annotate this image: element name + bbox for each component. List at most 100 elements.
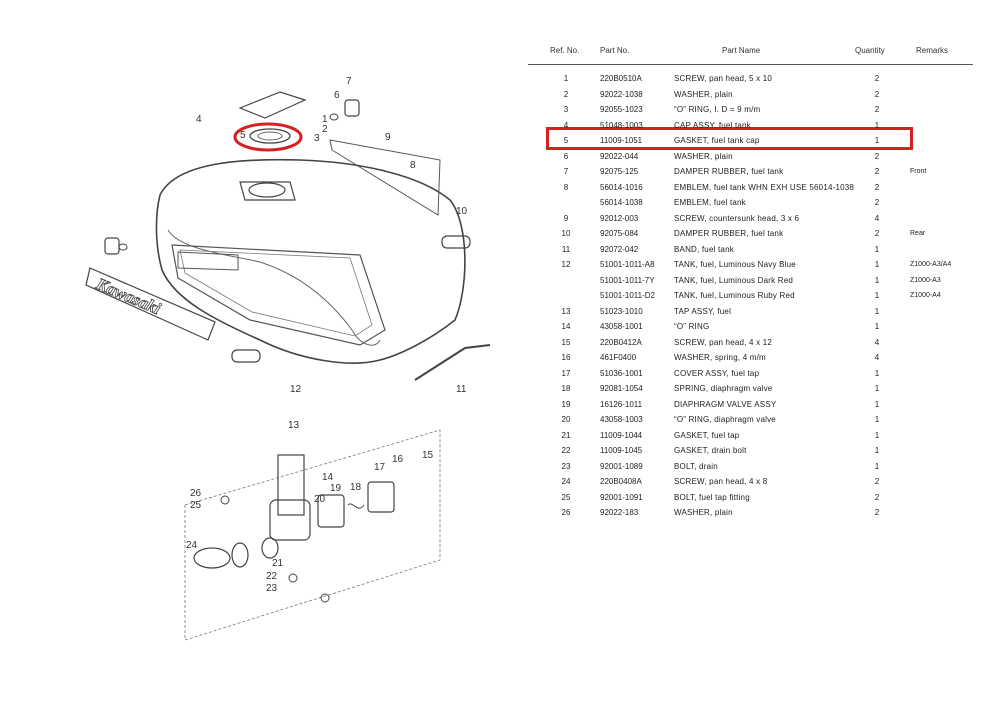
header-part-name: Part Name xyxy=(722,46,761,55)
ref-no-cell: 23 xyxy=(561,461,571,471)
part-no-cell: 220B0412A xyxy=(600,337,642,347)
ref-no-cell: 2 xyxy=(563,89,569,99)
ref-no-cell: 12 xyxy=(561,260,571,269)
part-no-cell: 92022-183 xyxy=(600,508,639,517)
callout-4: 4 xyxy=(196,114,202,125)
quantity-cell: 4 xyxy=(874,337,880,347)
table-row: 1 220B0510A SCREW, pan head, 5 x 10 2 xyxy=(528,72,973,87)
header-part-no: Part No. xyxy=(600,46,630,55)
part-name-cell: TANK, fuel, Luminous Ruby Red xyxy=(674,291,795,300)
part-no-cell: 220B0510A xyxy=(600,74,642,83)
callout-17: 17 xyxy=(374,462,386,473)
fuel-tap-assembly xyxy=(184,429,441,641)
ref-no-cell: 4 xyxy=(563,120,569,130)
ref-no-cell: 17 xyxy=(561,368,571,378)
callout-13: 13 xyxy=(288,420,300,431)
quantity-cell: 1 xyxy=(874,136,880,145)
part-name-cell: BOLT, fuel tap fitting xyxy=(674,492,750,502)
part-name-cell: EMBLEM, fuel tank xyxy=(674,198,746,207)
ref-no-cell: 14 xyxy=(561,322,571,331)
part-name-cell: GASKET, fuel tank cap xyxy=(674,136,760,145)
ref-no-cell: 6 xyxy=(563,151,569,161)
ref-no-cell: 1 xyxy=(563,74,569,83)
callout-8: 8 xyxy=(410,160,416,171)
callout-18: 18 xyxy=(350,482,362,493)
part-name-cell: TANK, fuel, Luminous Dark Red xyxy=(674,275,794,285)
header-ref-no: Ref. No. xyxy=(550,46,580,55)
ref-no-cell: 3 xyxy=(563,105,569,114)
part-name-cell: WASHER, plain xyxy=(674,89,733,99)
quantity-cell: 1 xyxy=(874,275,880,285)
callout-14: 14 xyxy=(322,472,334,483)
part-no-cell: 51023-1010 xyxy=(600,306,643,316)
quantity-cell: 2 xyxy=(874,74,880,83)
callout-16: 16 xyxy=(392,454,404,465)
remarks-cell: Rear xyxy=(910,230,926,237)
part-no-cell: 43058-1003 xyxy=(600,415,643,424)
part-no-cell: 92022-044 xyxy=(600,151,639,161)
quantity-cell: 1 xyxy=(874,399,880,409)
part-no-cell: 11009-1045 xyxy=(600,446,643,455)
ref-no-cell: 22 xyxy=(561,446,571,455)
part-name-cell: SCREW, pan head, 5 x 10 xyxy=(674,74,772,83)
quantity-cell: 1 xyxy=(874,120,880,130)
highlight-circle xyxy=(233,122,303,152)
remarks-cell: Z1000-A3/A4 xyxy=(910,261,952,268)
ref-no-cell: 20 xyxy=(561,415,571,424)
ref-no-cell: 21 xyxy=(561,430,571,440)
ref-no-cell: 13 xyxy=(561,306,571,316)
part-no-cell: 92001-1091 xyxy=(600,492,643,502)
part-name-cell: WASHER, plain xyxy=(674,151,733,161)
quantity-cell: 2 xyxy=(874,229,880,238)
part-no-cell: 56014-1038 xyxy=(600,198,643,207)
part-name-cell: WASHER, plain xyxy=(674,508,733,517)
part-no-cell: 92001-1089 xyxy=(600,461,643,471)
remarks-cell: Front xyxy=(910,168,927,175)
callout-24: 24 xyxy=(186,540,198,551)
callout-15: 15 xyxy=(422,450,434,461)
part-name-cell: CAP ASSY, fuel tank xyxy=(674,120,751,130)
quantity-cell: 2 xyxy=(874,508,880,517)
quantity-cell: 2 xyxy=(874,151,880,161)
ref-no-cell: 15 xyxy=(561,337,571,347)
part-no-cell: 11009-1044 xyxy=(600,430,643,440)
ref-no-cell: 16 xyxy=(561,353,571,362)
callout-23: 23 xyxy=(266,583,278,594)
quantity-cell: 2 xyxy=(874,492,880,502)
quantity-cell: 1 xyxy=(874,322,880,331)
part-no-cell: 51001-1011-A8 xyxy=(600,260,655,269)
part-name-cell: SPRING, diaphragm valve xyxy=(674,384,773,393)
exploded-parts-diagram: Kawasaki 1234567891011121314151617181920… xyxy=(85,76,491,641)
callout-3: 3 xyxy=(314,133,320,144)
callout-9: 9 xyxy=(385,132,391,143)
ref-no-cell: 11 xyxy=(561,244,571,254)
callout-1: 1 xyxy=(322,114,328,125)
callout-6: 6 xyxy=(334,90,340,101)
part-name-cell: DAMPER RUBBER, fuel tank xyxy=(674,229,784,238)
part-no-cell: 16126-1011 xyxy=(600,399,643,409)
remarks-cell: Z1000-A4 xyxy=(910,292,941,299)
callout-2: 2 xyxy=(322,124,328,135)
part-name-cell: BAND, fuel tank xyxy=(674,244,734,254)
quantity-cell: 1 xyxy=(874,244,880,254)
part-no-cell: 92012-003 xyxy=(600,213,639,223)
part-name-cell: GASKET, drain bolt xyxy=(674,446,747,455)
part-no-cell: 43058-1001 xyxy=(600,322,643,331)
ref-no-cell: 8 xyxy=(563,182,569,192)
part-name-cell: DIAPHRAGM VALVE ASSY xyxy=(674,399,777,409)
part-no-cell: 92075-125 xyxy=(600,167,639,176)
callout-25: 25 xyxy=(190,500,202,511)
